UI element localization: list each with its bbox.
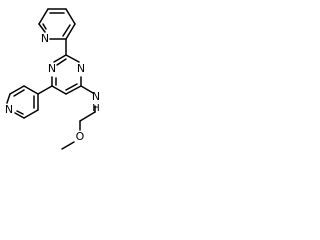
methoxy-oxygen-label: O	[76, 130, 85, 143]
chemical-structure: N N N N N H O	[5, 8, 100, 150]
methoxyethylamino-chain	[61, 85, 96, 150]
pyridin-2-yl-ring	[38, 8, 76, 40]
pyrimidine-ring	[51, 54, 82, 95]
pyridin-4-yl-nitrogen-label: N	[5, 103, 13, 116]
biaryl-bond-left	[37, 85, 53, 95]
pyrimidine-nitrogen-right-label: N	[77, 62, 85, 75]
amine-nitrogen-label: N	[92, 90, 100, 103]
pyridin-4-yl-ring	[6, 85, 39, 119]
pyrimidine-nitrogen-left-label: N	[48, 62, 56, 75]
pyridin-2-yl-nitrogen-label: N	[41, 32, 49, 45]
amine-hydrogen-label: H	[92, 103, 100, 114]
